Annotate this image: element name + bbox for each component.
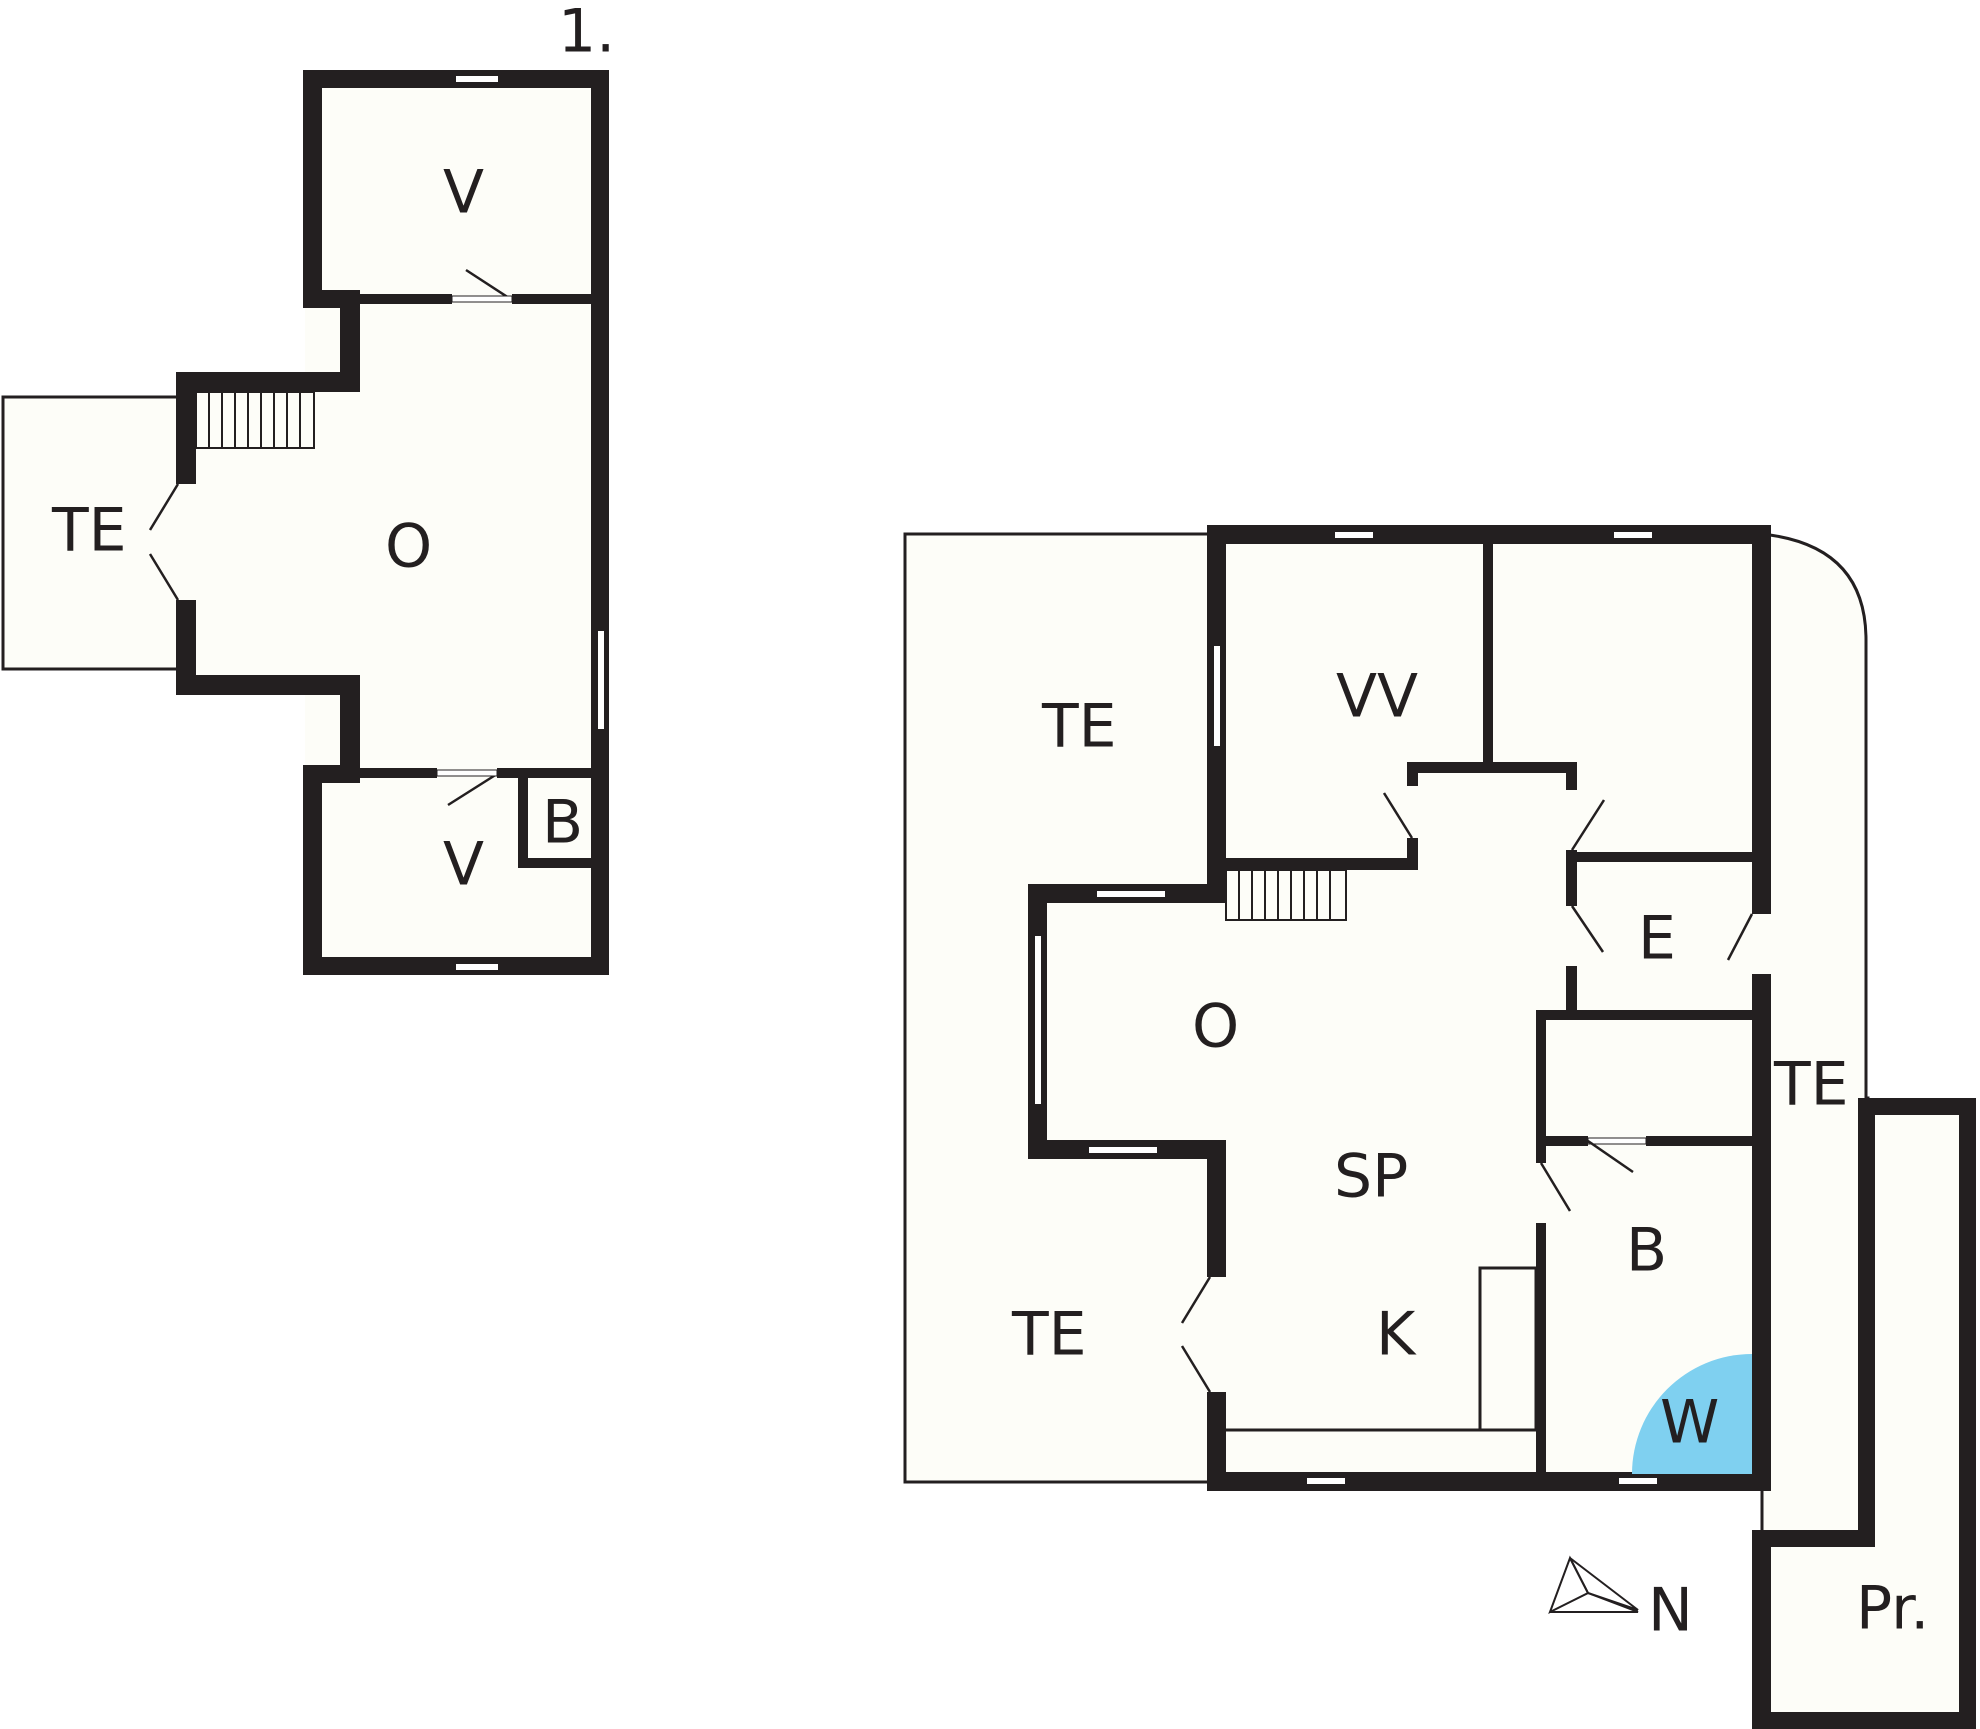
upper-label-o: O <box>385 512 432 582</box>
ground-stairs <box>1225 869 1347 921</box>
ground-label-vv: VV <box>1336 662 1418 732</box>
upper-terrace <box>1 395 185 671</box>
upper-closet-b <box>518 768 528 868</box>
ground-label-b: B <box>1626 1216 1667 1286</box>
ground-storage-pr <box>1760 1530 1972 1722</box>
ground-label-e: E <box>1638 904 1676 974</box>
ground-label-pr: Pr. <box>1856 1574 1929 1644</box>
ground-label-o: O <box>1192 992 1239 1062</box>
ground-label-te-right: TE <box>1773 1050 1849 1120</box>
upper-label-te: TE <box>51 496 127 566</box>
upper-stairs <box>195 391 315 449</box>
ground-label-k: K <box>1376 1300 1417 1370</box>
ground-terrace-right <box>1760 532 1870 1537</box>
compass-label: N <box>1648 1576 1693 1646</box>
ground-label-te-top-left: TE <box>1041 692 1117 762</box>
upper-label-b: B <box>542 788 583 858</box>
floor-label: 1. <box>558 0 615 67</box>
north-arrow-icon <box>1548 1555 1639 1615</box>
ground-label-sp: SP <box>1334 1142 1408 1212</box>
upper-label-v-bottom: V <box>443 830 484 900</box>
upper-floor: 1. V O TE B V <box>1 0 615 975</box>
ground-label-w: W <box>1660 1388 1719 1458</box>
upper-label-v-top: V <box>443 158 484 228</box>
ground-w-highlight <box>1632 1354 1752 1474</box>
ground-label-te-bottom-left: TE <box>1011 1300 1087 1370</box>
ground-floor: TE VV O SP TE K E B W TE Pr. <box>903 525 1976 1729</box>
